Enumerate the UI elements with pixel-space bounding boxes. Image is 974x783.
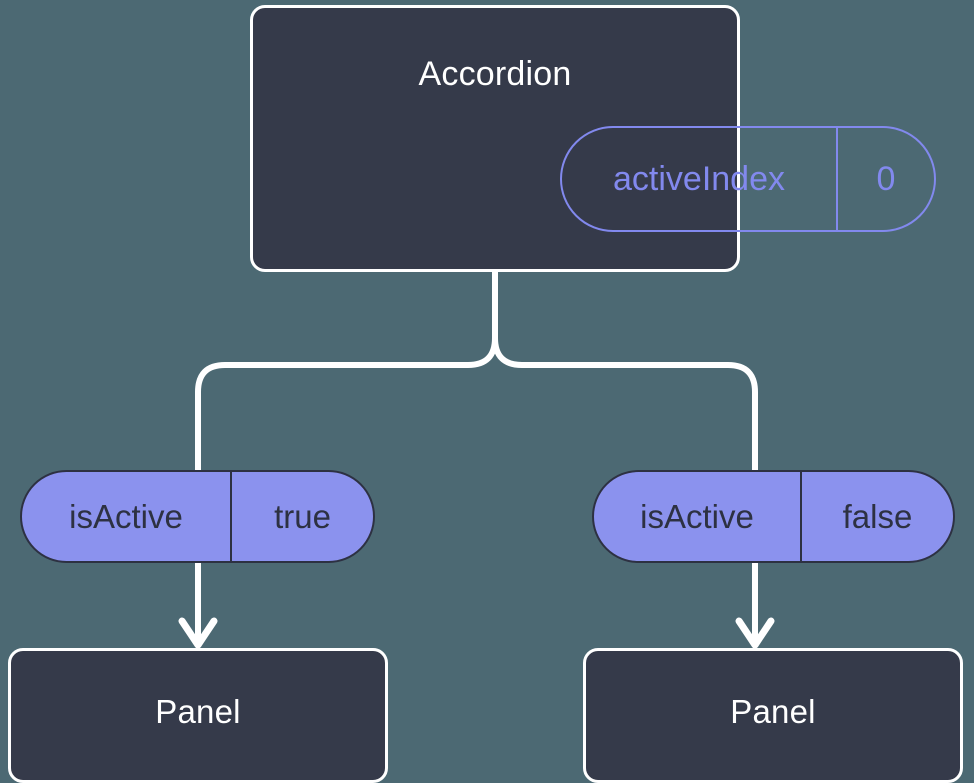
prop-key-label: isActive <box>594 472 802 561</box>
branch-split-path-right <box>492 335 758 473</box>
node-accordion[interactable]: Accordion activeIndex 0 <box>250 5 936 272</box>
prop-pill-is-active-false[interactable]: isActive false <box>592 470 955 563</box>
branch-split-path <box>195 268 498 473</box>
panel-title: Panel <box>155 693 241 730</box>
prop-value-label: false <box>842 497 913 535</box>
prop-key-label: isActive <box>22 472 232 561</box>
accordion-title: Accordion <box>418 55 572 93</box>
prop-value-label: true <box>274 497 331 535</box>
arrow-head-right-icon <box>735 617 775 649</box>
arrow-head-left-icon <box>178 617 218 649</box>
panel-title: Panel <box>730 693 816 730</box>
node-panel-right[interactable]: Panel <box>583 648 963 783</box>
state-key-label: activeIndex <box>562 128 838 230</box>
node-panel-left[interactable]: Panel <box>8 648 388 783</box>
prop-pill-is-active-true[interactable]: isActive true <box>20 470 375 563</box>
state-value-label: 0 <box>876 159 896 198</box>
state-pill-active-index[interactable]: activeIndex 0 <box>560 126 936 232</box>
